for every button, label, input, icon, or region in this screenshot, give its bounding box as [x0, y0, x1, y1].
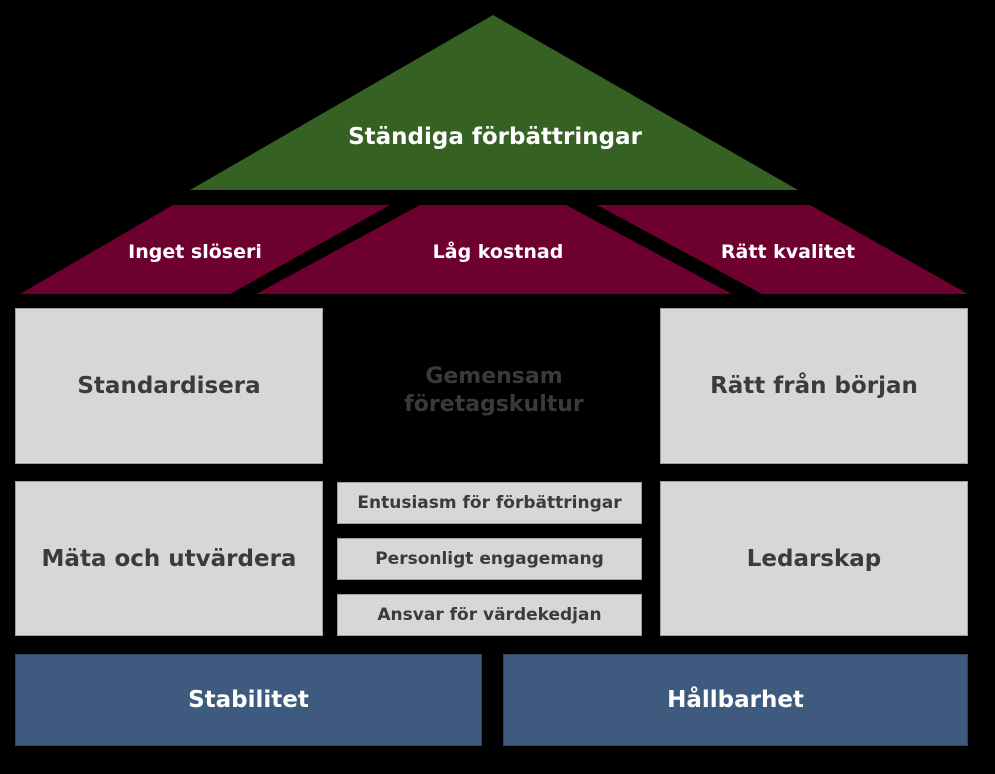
culture-line-2: företagskultur	[404, 392, 584, 417]
roof-title: Ständiga förbättringar	[348, 124, 642, 150]
beam-right	[597, 205, 968, 294]
center-culture-text: Gemensam företagskultur	[340, 360, 648, 422]
center-item-engagemang: Personligt engagemang	[337, 538, 642, 580]
culture-line-1: Gemensam	[425, 364, 563, 389]
beam-left	[20, 205, 390, 294]
foundation-hallbarhet: Hållbarhet	[503, 654, 968, 746]
pillar-ratt-fran-borjan: Rätt från början	[660, 308, 968, 464]
center-item-ansvar: Ansvar för värdekedjan	[337, 594, 642, 636]
pillar-ledarskap: Ledarskap	[660, 481, 968, 636]
roof-triangle	[190, 15, 798, 190]
beam-right-label: Rätt kvalitet	[720, 241, 856, 263]
beam-center	[256, 205, 732, 294]
pillar-mata-och-utvardera: Mäta och utvärdera	[15, 481, 323, 636]
foundation-stabilitet: Stabilitet	[15, 654, 482, 746]
beam-center-label: Låg kostnad	[432, 241, 564, 263]
center-item-entusiasm: Entusiasm för förbättringar	[337, 482, 642, 524]
pillar-standardisera: Standardisera	[15, 308, 323, 464]
beam-left-label: Inget slöseri	[128, 241, 262, 263]
